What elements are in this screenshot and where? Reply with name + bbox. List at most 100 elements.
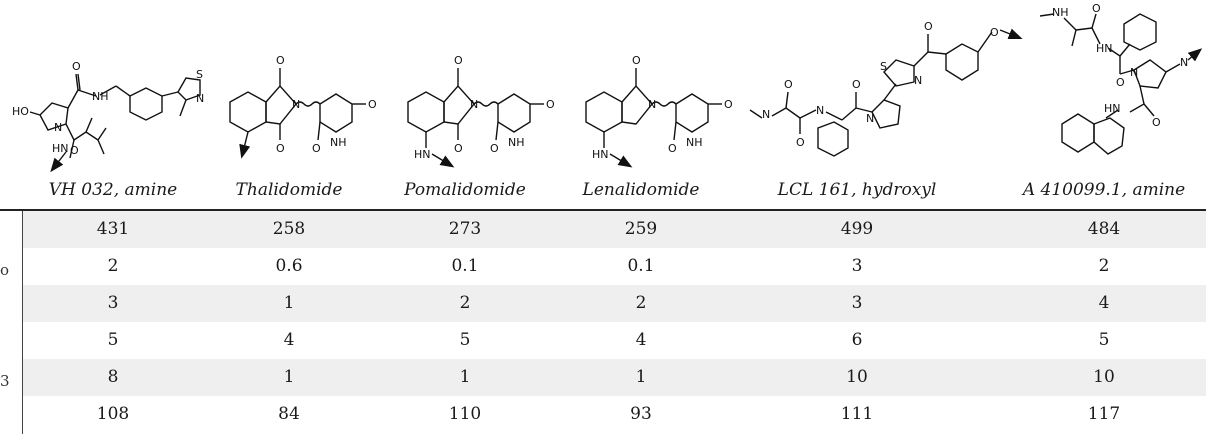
atom-label-hn: HN: [414, 148, 431, 161]
table-cell: 1: [459, 367, 471, 387]
table-cell: 5: [107, 330, 119, 350]
atom-label-o: O: [668, 142, 677, 155]
structures-row: HO N O NH O HN S N O N O O NH O O N O O …: [12, 2, 1203, 172]
atom-label-o: O: [1116, 76, 1125, 89]
table-cell: 258: [272, 219, 306, 239]
vh032-amine-structure-icon: [29, 73, 201, 172]
atom-label-o: O: [276, 54, 285, 67]
atom-label-o: O: [454, 142, 463, 155]
atom-label-o: O: [276, 142, 285, 155]
table-cell: 108: [96, 404, 130, 424]
atom-label-n: N: [866, 112, 874, 125]
lenalidomide-structure-icon: [585, 68, 722, 168]
atom-label-o: O: [490, 142, 499, 155]
atom-label-o: O: [312, 142, 321, 155]
table-cell: 3: [107, 293, 119, 313]
atom-label-ho: HO: [12, 105, 29, 118]
atom-label-nh: NH: [1052, 6, 1069, 19]
atom-label-o: O: [546, 98, 555, 111]
atom-label-n: N: [648, 98, 656, 111]
atom-label-hn: HN: [52, 142, 69, 155]
atom-label-s: S: [196, 68, 203, 81]
thalidomide-structure-icon: [229, 68, 366, 159]
atom-label-o: O: [784, 78, 793, 91]
table-cell: 5: [459, 330, 471, 350]
atom-label-o: O: [724, 98, 733, 111]
atom-label-nh: NH: [508, 136, 525, 149]
table-cell: 0.1: [451, 256, 479, 276]
compound-name: Pomalidomide: [404, 180, 526, 200]
table-cell: 1: [283, 367, 295, 387]
compound-name: LCL 161, hydroxyl: [777, 180, 937, 200]
table-cell: 2: [635, 293, 647, 313]
table-row: 8 1 1 1 10 10: [23, 359, 1206, 396]
table-row: 108 84 110 93 111 117: [23, 396, 1206, 433]
atom-label-hn: HN: [592, 148, 609, 161]
atom-label-o: O: [454, 54, 463, 67]
atom-label-hn: HN: [1104, 102, 1121, 115]
atom-label-hn: HN: [1096, 42, 1113, 55]
atom-label-o: O: [70, 144, 79, 157]
table-cell: 111: [840, 404, 874, 424]
table-cell: 499: [840, 219, 874, 239]
compound-name: VH 032, amine: [48, 180, 178, 200]
table-cell: 110: [448, 404, 482, 424]
atom-label-nh: NH: [330, 136, 347, 149]
row-edge-mark: 3: [0, 372, 10, 390]
atom-label-nh: NH: [686, 136, 703, 149]
atom-label-n: N: [816, 104, 824, 117]
table-cell: 2: [1098, 256, 1110, 276]
pomalidomide-structure-icon: [407, 68, 544, 168]
table-cell: 484: [1087, 219, 1121, 239]
table-cell: 1: [283, 293, 295, 313]
atom-label-n: N: [1130, 66, 1138, 79]
atom-label-n: N: [54, 121, 62, 134]
compound-name: Thalidomide: [235, 180, 343, 200]
table-row: 431 258 273 259 499 484: [23, 211, 1206, 248]
table-cell: 0.6: [275, 256, 303, 276]
atom-label-n: N: [1180, 56, 1188, 69]
atom-label-o: O: [1092, 2, 1101, 15]
compound-name: A 410099.1, amine: [1022, 180, 1186, 200]
atom-label-o: O: [924, 20, 933, 33]
atom-label-n: N: [292, 98, 300, 111]
table-cell: 4: [635, 330, 647, 350]
atom-label-n: N: [914, 74, 922, 87]
table-cell: 4: [283, 330, 295, 350]
table-cell: 8: [107, 367, 119, 387]
table-row: 2 0.6 0.1 0.1 3 2: [23, 248, 1206, 285]
row-edge-mark: o: [0, 261, 10, 279]
compound-name: Lenalidomide: [582, 180, 700, 200]
table-cell: 4: [1098, 293, 1110, 313]
atom-label-n: N: [762, 108, 770, 121]
left-table-border: [22, 211, 23, 434]
atom-label-o: O: [852, 78, 861, 91]
table-cell: 10: [846, 367, 868, 387]
table-cell: 3: [851, 256, 863, 276]
table-cell: 431: [96, 219, 130, 239]
table-row: 3 1 2 2 3 4: [23, 285, 1206, 322]
table-cell: 273: [448, 219, 482, 239]
table-cell: 3: [851, 293, 863, 313]
atom-label-s: S: [880, 60, 887, 73]
header-divider: [0, 209, 1206, 211]
a410099-amine-structure-icon: [1039, 13, 1203, 155]
atom-label-n: N: [470, 98, 478, 111]
table-cell: 259: [624, 219, 658, 239]
atom-label-o: O: [990, 26, 999, 39]
table-cell: 117: [1087, 404, 1121, 424]
table-cell: 2: [459, 293, 471, 313]
table-row: 5 4 5 4 6 5: [23, 322, 1206, 359]
table-cell: 10: [1093, 367, 1115, 387]
atom-label-o: O: [72, 60, 81, 73]
atom-label-o: O: [1152, 116, 1161, 129]
table-cell: 0.1: [627, 256, 655, 276]
table-cell: 2: [107, 256, 119, 276]
table-cell: 84: [278, 404, 300, 424]
lcl161-hydroxyl-structure-icon: [749, 28, 1023, 157]
table-cell: 5: [1098, 330, 1110, 350]
atom-label-o: O: [368, 98, 377, 111]
table-cell: 1: [635, 367, 647, 387]
table-cell: 93: [630, 404, 652, 424]
